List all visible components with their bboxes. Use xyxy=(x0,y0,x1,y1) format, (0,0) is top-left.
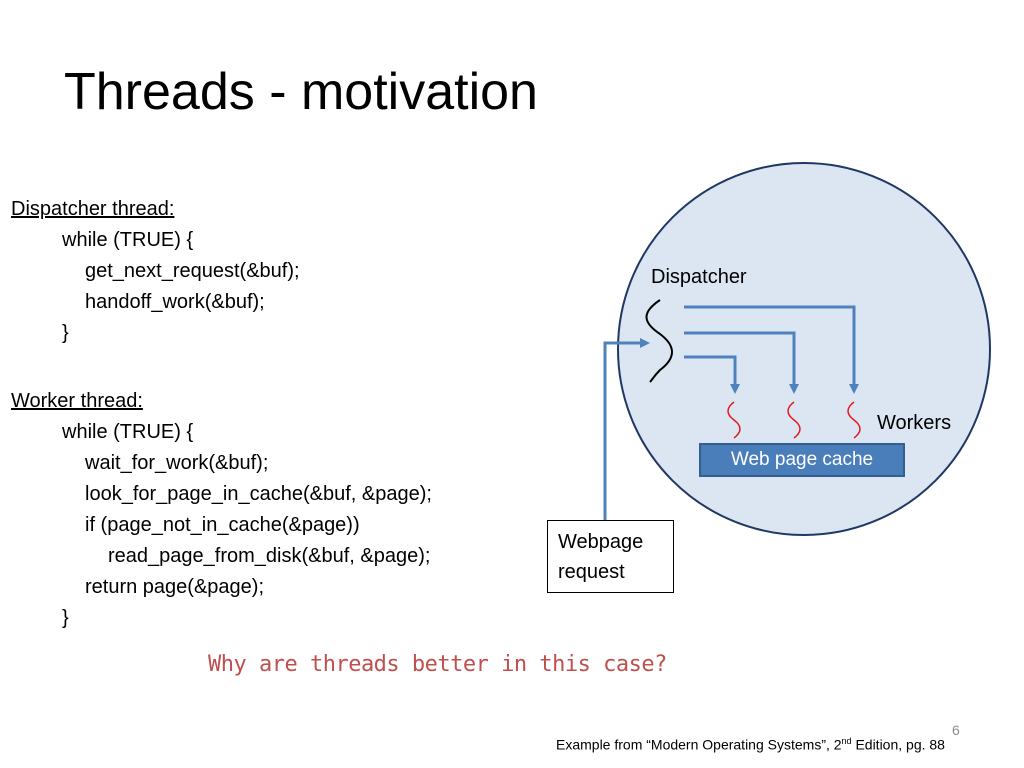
webpage-request-line: request xyxy=(558,561,625,583)
workers-label: Workers xyxy=(877,412,952,434)
code-line: get_next_request(&buf); xyxy=(85,260,300,282)
dispatcher-thread-heading: Dispatcher thread: xyxy=(11,198,175,220)
worker-thread-squiggle xyxy=(787,401,801,439)
code-line: return page(&page); xyxy=(85,576,265,598)
worker-thread-squiggle xyxy=(727,401,741,439)
slide-title: Threads - motivation xyxy=(64,63,538,121)
code-line: wait_for_work(&buf); xyxy=(85,452,269,474)
code-line: look_for_page_in_cache(&buf, &page); xyxy=(85,483,432,505)
handoff-arrow xyxy=(684,355,740,394)
slide-number: 6 xyxy=(952,722,960,738)
code-line: read_page_from_disk(&buf, &page); xyxy=(108,545,431,567)
process-circle xyxy=(617,162,991,536)
code-line: while (TRUE) { xyxy=(62,421,194,443)
code-line: if (page_not_in_cache(&page)) xyxy=(85,514,360,536)
request-arrow xyxy=(603,338,650,520)
dispatcher-code-block: Dispatcher thread: while (TRUE) { get_ne… xyxy=(11,194,300,349)
discussion-question: Why are threads better in this case? xyxy=(208,652,667,677)
code-line: while (TRUE) { xyxy=(62,229,194,251)
code-line: } xyxy=(62,607,69,629)
dispatcher-thread-squiggle xyxy=(645,299,673,383)
source-citation: Example from “Modern Operating Systems”,… xyxy=(556,736,945,753)
web-page-cache-box: Web page cache xyxy=(699,443,905,477)
dispatcher-label: Dispatcher xyxy=(651,266,747,288)
code-line: } xyxy=(62,322,69,344)
webpage-request-line: Webpage xyxy=(558,531,644,553)
source-prefix: Example from “Modern Operating Systems”,… xyxy=(556,736,842,753)
handoff-arrow xyxy=(684,305,859,394)
worker-code-block: Worker thread: while (TRUE) { wait_for_w… xyxy=(11,386,432,634)
source-ordinal-suffix: nd xyxy=(841,736,852,746)
code-line: handoff_work(&buf); xyxy=(85,291,265,313)
webpage-request-box: Webpage request xyxy=(547,520,674,593)
worker-thread-squiggle xyxy=(847,401,861,439)
worker-thread-heading: Worker thread: xyxy=(11,390,143,412)
handoff-arrow xyxy=(684,331,799,394)
web-page-cache-label: Web page cache xyxy=(730,449,874,470)
source-suffix: Edition, pg. 88 xyxy=(851,736,945,753)
